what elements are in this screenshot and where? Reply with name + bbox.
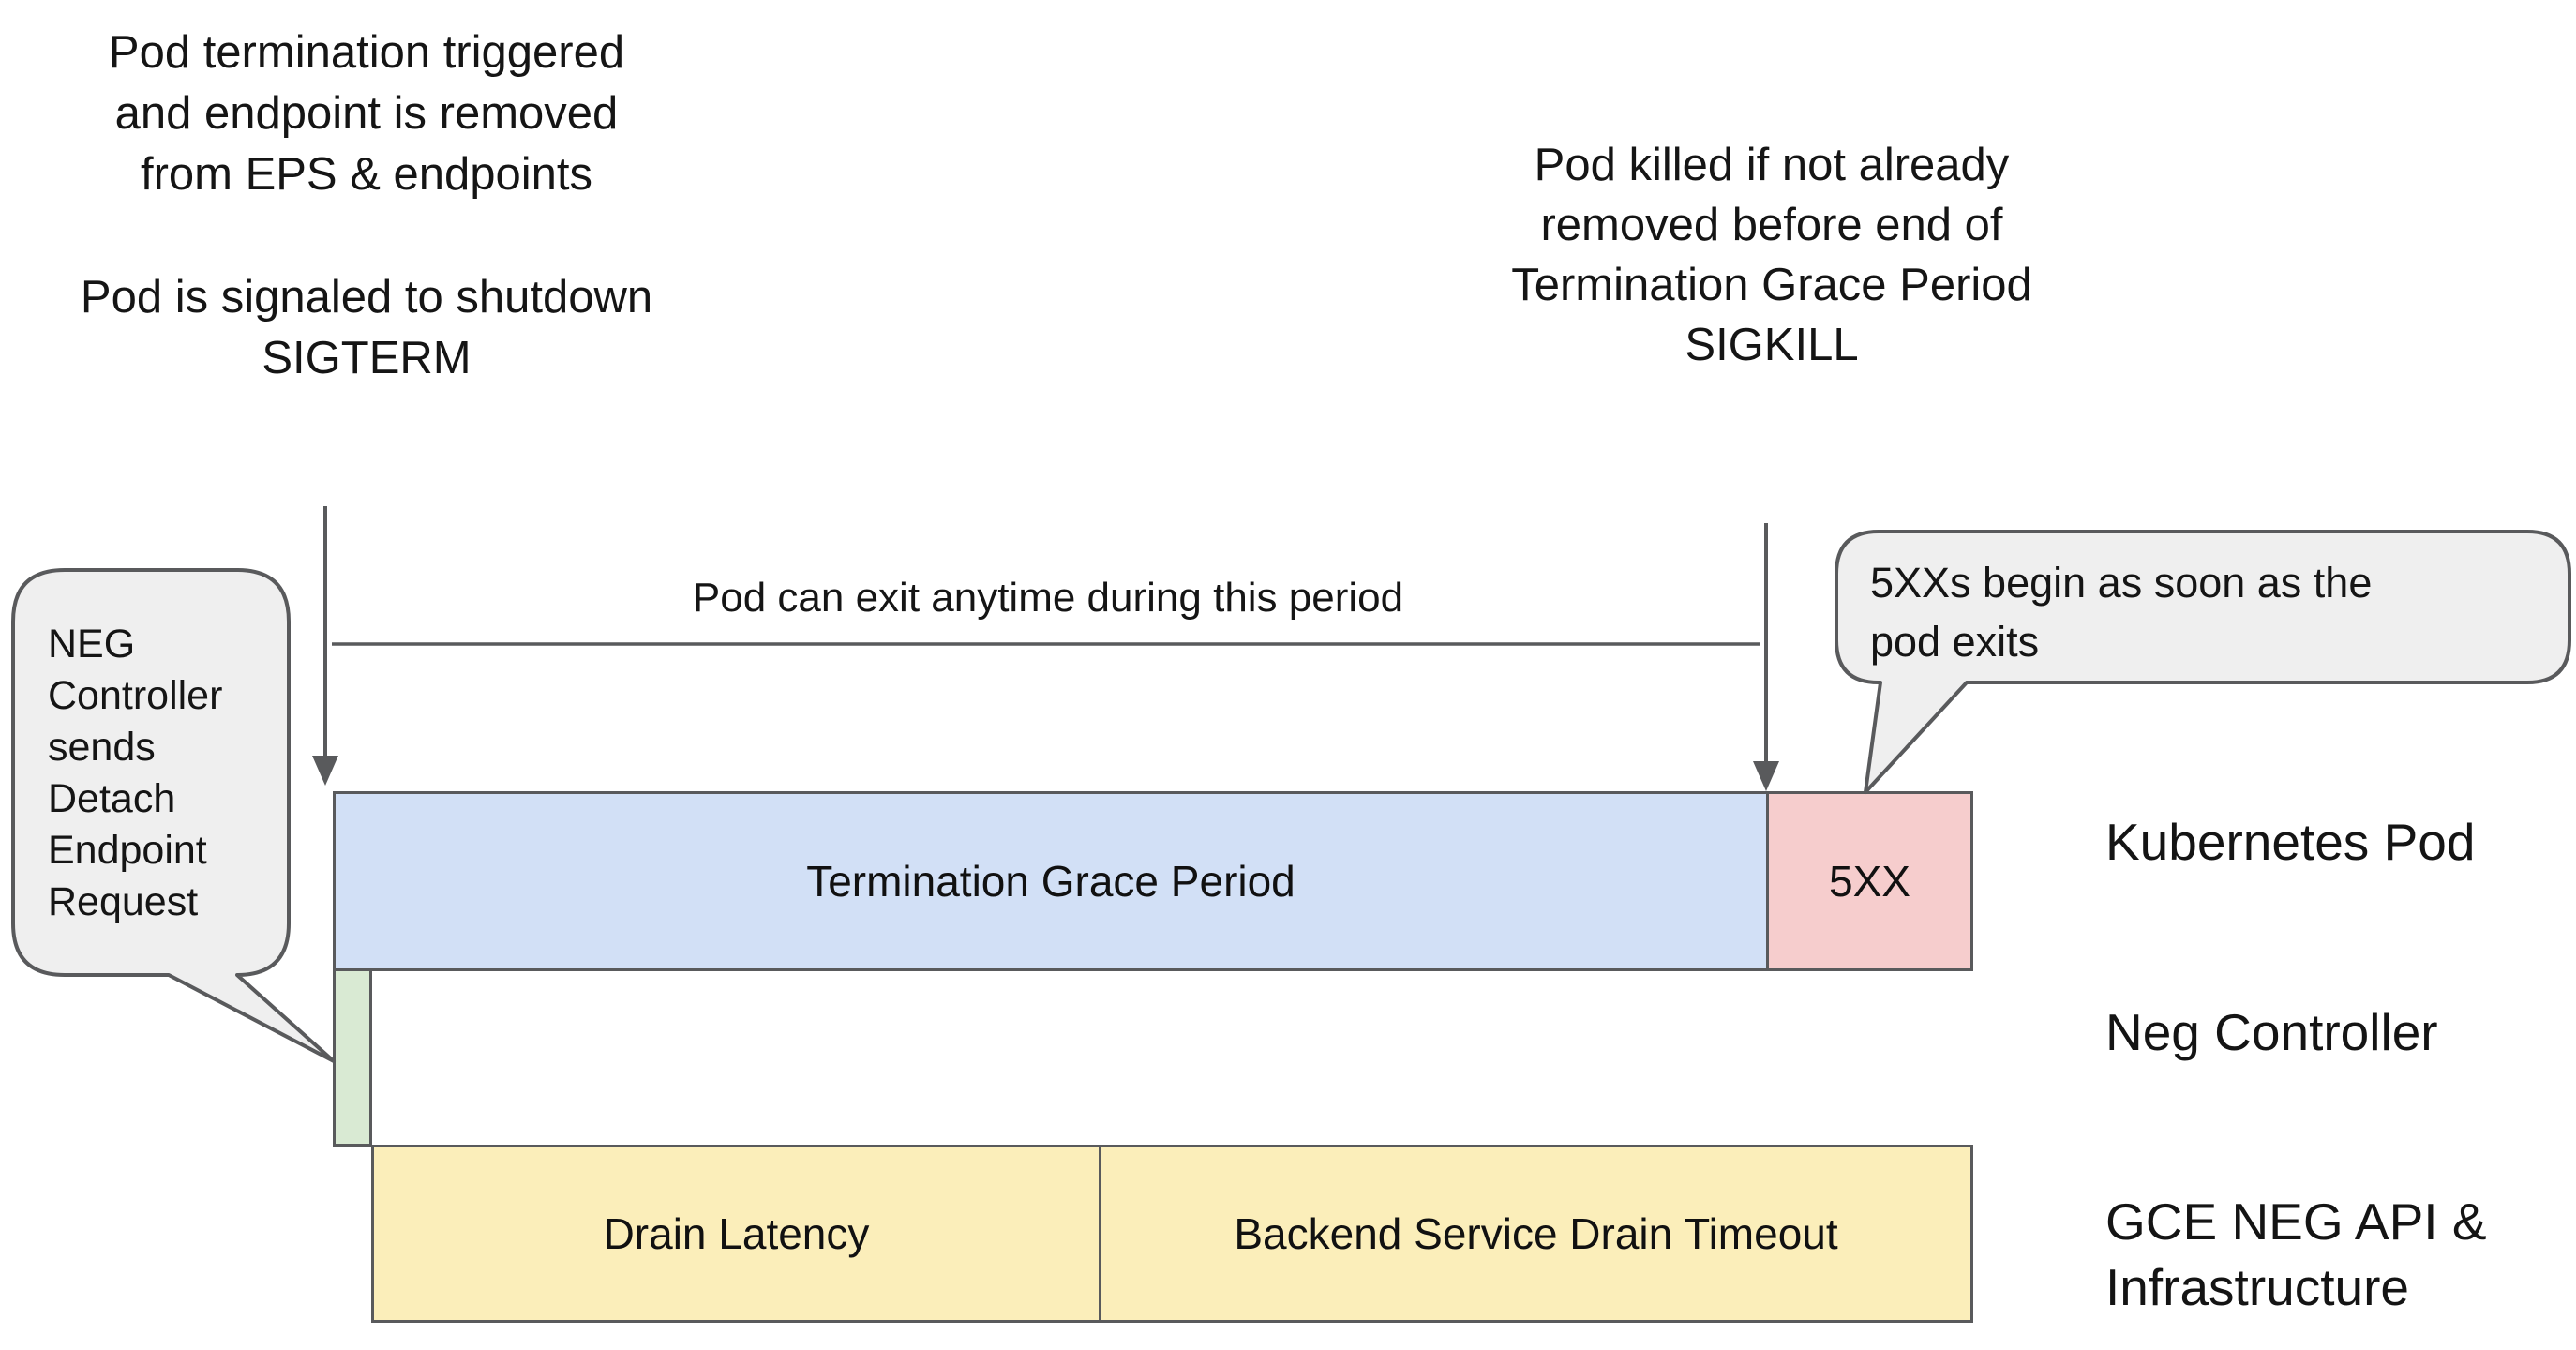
five-xx-bubble-text: 5XXs begin as soon as the pod exits (1870, 553, 2545, 671)
bubble-line: NEG (48, 622, 136, 667)
drain-latency-label: Drain Latency (603, 1209, 870, 1258)
termination-grace-period-segment: Termination Grace Period (336, 794, 1766, 968)
period-label: Pod can exit anytime during this period (692, 575, 1404, 621)
kubernetes-pod-bar: Termination Grace Period 5XX (333, 791, 1973, 971)
pod-termination-annotation: Pod termination triggered and endpoint i… (56, 22, 677, 205)
termination-grace-period-label: Termination Grace Period (806, 857, 1295, 906)
row-label-gce-neg-api: GCE NEG API & Infrastructure (2105, 1189, 2487, 1320)
annotation-line: SIGTERM (262, 333, 472, 383)
bubble-line: sends (48, 725, 156, 770)
bubble-line: Endpoint (48, 828, 207, 873)
gce-drain-bar: Drain Latency Backend Service Drain Time… (371, 1145, 1973, 1323)
annotation-line: SIGKILL (1685, 320, 1859, 370)
bubble-line: Request (48, 879, 199, 924)
bubble-line: Controller (48, 673, 223, 718)
bubble-line: Detach (48, 776, 176, 821)
neg-controller-detach-bar (333, 968, 372, 1147)
sigkill-annotation: Pod killed if not already removed before… (1444, 135, 2100, 375)
sigterm-arrowhead-icon (312, 756, 338, 786)
annotation-line: Pod killed if not already (1534, 140, 2010, 190)
annotation-line: and endpoint is removed (114, 88, 619, 139)
sigkill-arrowhead-icon (1753, 761, 1779, 791)
backend-drain-segment: Backend Service Drain Timeout (1101, 1148, 1970, 1320)
bubble-line: pod exits (1870, 618, 2040, 666)
five-xx-speech-bubble (1835, 530, 2571, 794)
annotation-line: removed before end of (1540, 200, 2003, 250)
five-xx-segment: 5XX (1766, 794, 1970, 968)
row-label-kubernetes-pod: Kubernetes Pod (2105, 813, 2476, 871)
five-xx-label: 5XX (1829, 857, 1910, 906)
bubble-line: 5XXs begin as soon as the (1870, 559, 2373, 607)
neg-controller-bubble-text: NEG Controller sends Detach Endpoint Req… (48, 619, 282, 928)
sigterm-annotation: Pod is signaled to shutdown SIGTERM (56, 267, 677, 389)
row-label-line: GCE NEG API & (2105, 1192, 2487, 1251)
annotation-line: Pod is signaled to shutdown (80, 272, 653, 322)
neg-controller-speech-bubble (11, 568, 336, 1063)
row-label-neg-controller: Neg Controller (2105, 1003, 2438, 1061)
annotation-line: Termination Grace Period (1511, 260, 2032, 310)
annotation-line: from EPS & endpoints (140, 149, 593, 200)
annotation-line: Pod termination triggered (108, 27, 625, 78)
backend-drain-label: Backend Service Drain Timeout (1234, 1209, 1838, 1258)
drain-latency-segment: Drain Latency (374, 1148, 1101, 1320)
row-label-line: Infrastructure (2105, 1258, 2410, 1316)
